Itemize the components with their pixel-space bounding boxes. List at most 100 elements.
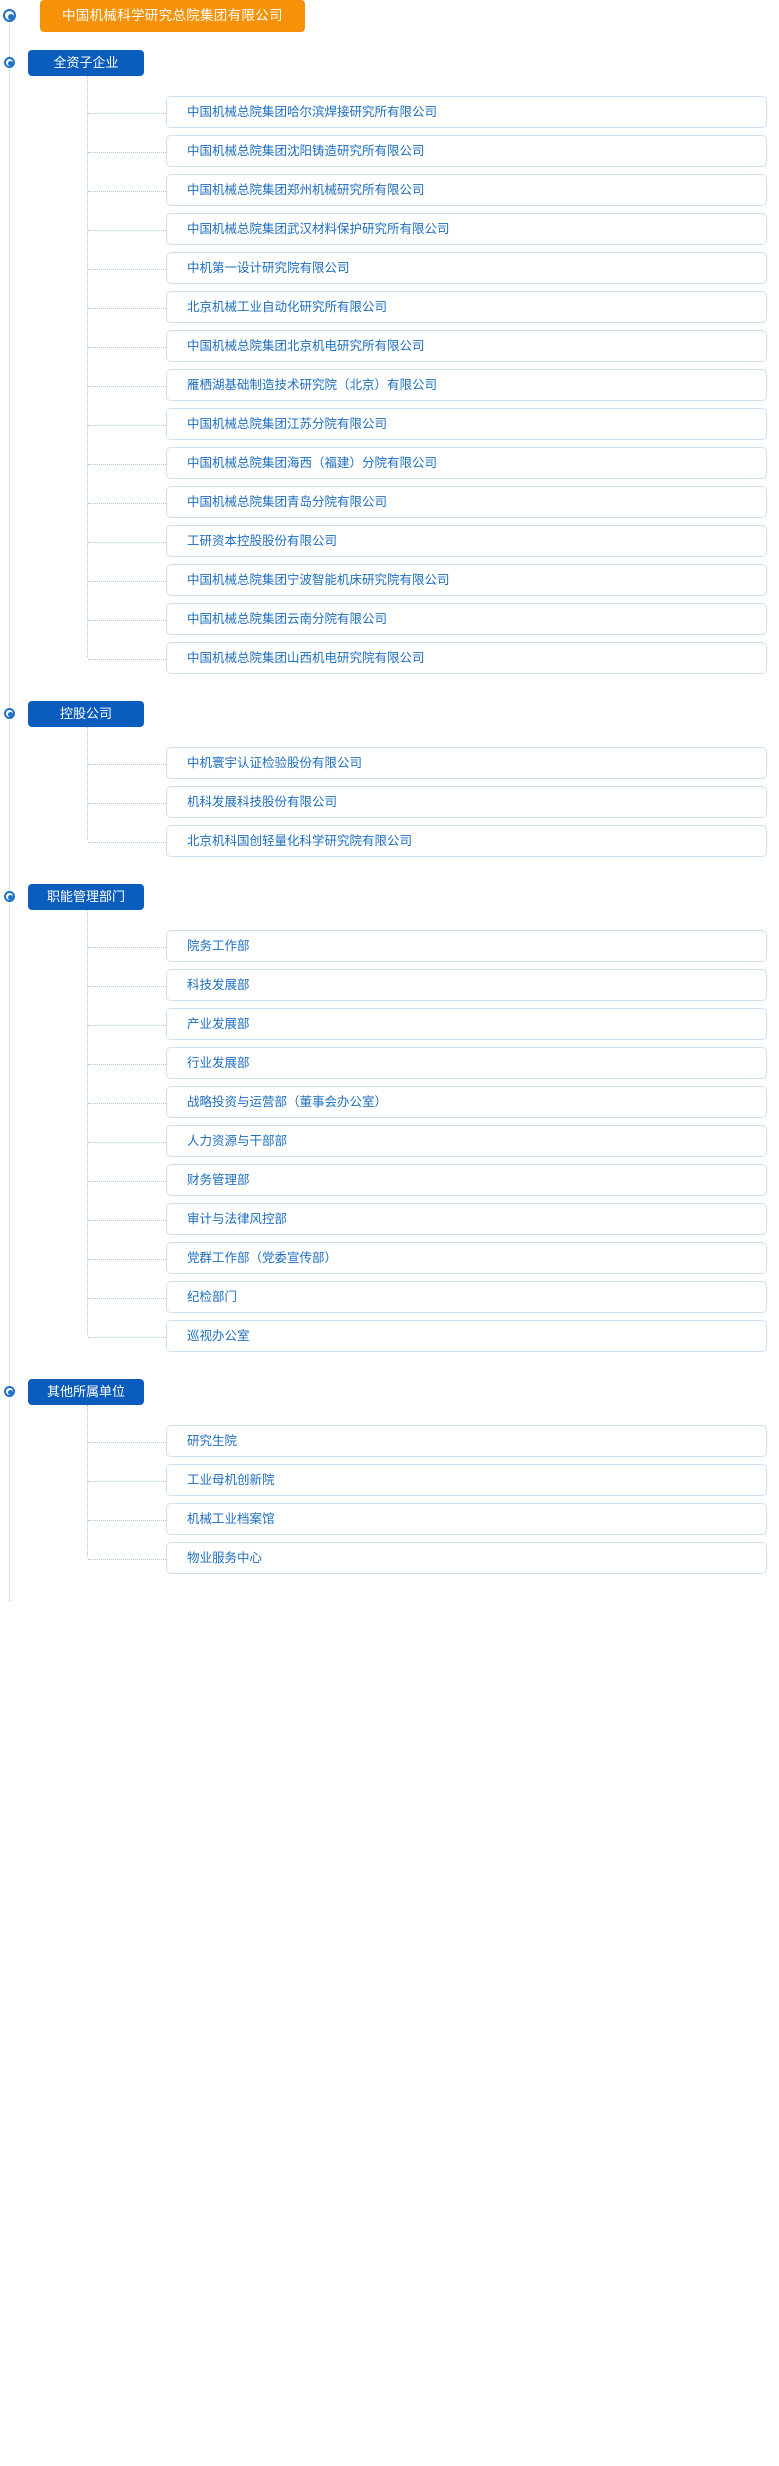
org-group: 全资子企业中国机械总院集团哈尔滨焊接研究所有限公司中国机械总院集团沈阳铸造研究所…: [0, 50, 779, 701]
group-bullet-icon: [4, 1386, 15, 1397]
org-item: 财务管理部: [0, 1162, 779, 1201]
item-connector-line: [88, 386, 166, 387]
group-label-4[interactable]: 其他所属单位: [28, 1379, 144, 1405]
org-item-box[interactable]: 中国机械总院集团宁波智能机床研究院有限公司: [166, 564, 767, 596]
org-item: 中机第一设计研究院有限公司: [0, 250, 779, 289]
item-connector-line: [88, 1442, 166, 1443]
org-item-box[interactable]: 行业发展部: [166, 1047, 767, 1079]
org-item: 中国机械总院集团哈尔滨焊接研究所有限公司: [0, 94, 779, 133]
org-item-box[interactable]: 中国机械总院集团武汉材料保护研究所有限公司: [166, 213, 767, 245]
group-header: 全资子企业: [0, 50, 779, 94]
item-connector-line: [88, 1298, 166, 1299]
item-connector-line: [88, 659, 166, 660]
item-connector-line: [88, 1181, 166, 1182]
item-connector-line: [88, 152, 166, 153]
org-item-box[interactable]: 产业发展部: [166, 1008, 767, 1040]
item-connector-line: [88, 764, 166, 765]
group-bullet-icon: [4, 708, 15, 719]
group-header: 职能管理部门: [0, 884, 779, 928]
group-header: 控股公司: [0, 701, 779, 745]
org-item: 中国机械总院集团海西（福建）分院有限公司: [0, 445, 779, 484]
org-item-box[interactable]: 科技发展部: [166, 969, 767, 1001]
group-children: 研究生院工业母机创新院机械工业档案馆物业服务中心: [0, 1405, 779, 1579]
root-bullet-icon: [3, 9, 16, 22]
group-spacer: [0, 1579, 779, 1601]
item-connector-line: [88, 269, 166, 270]
org-item-box[interactable]: 北京机械工业自动化研究所有限公司: [166, 291, 767, 323]
group-children: 中机寰宇认证检验股份有限公司机科发展科技股份有限公司北京机科国创轻量化科学研究院…: [0, 727, 779, 862]
item-connector-line: [88, 1064, 166, 1065]
org-item-box[interactable]: 中国机械总院集团海西（福建）分院有限公司: [166, 447, 767, 479]
item-connector-line: [88, 803, 166, 804]
org-item-box[interactable]: 院务工作部: [166, 930, 767, 962]
group-children: 中国机械总院集团哈尔滨焊接研究所有限公司中国机械总院集团沈阳铸造研究所有限公司中…: [0, 76, 779, 679]
org-item: 中国机械总院集团宁波智能机床研究院有限公司: [0, 562, 779, 601]
org-item-box[interactable]: 雁栖湖基础制造技术研究院（北京）有限公司: [166, 369, 767, 401]
org-item-box[interactable]: 中国机械总院集团哈尔滨焊接研究所有限公司: [166, 96, 767, 128]
org-item: 机械工业档案馆: [0, 1501, 779, 1540]
org-item-box[interactable]: 工研资本控股股份有限公司: [166, 525, 767, 557]
org-item: 审计与法律风控部: [0, 1201, 779, 1240]
org-item: 科技发展部: [0, 967, 779, 1006]
org-item-box[interactable]: 北京机科国创轻量化科学研究院有限公司: [166, 825, 767, 857]
group-label-2[interactable]: 控股公司: [28, 701, 144, 727]
org-item-box[interactable]: 中机寰宇认证检验股份有限公司: [166, 747, 767, 779]
org-item: 行业发展部: [0, 1045, 779, 1084]
org-item-box[interactable]: 巡视办公室: [166, 1320, 767, 1352]
org-chart: 中国机械科学研究总院集团有限公司 全资子企业中国机械总院集团哈尔滨焊接研究所有限…: [0, 0, 779, 1601]
org-item-box[interactable]: 物业服务中心: [166, 1542, 767, 1574]
org-item: 中国机械总院集团武汉材料保护研究所有限公司: [0, 211, 779, 250]
org-group: 其他所属单位研究生院工业母机创新院机械工业档案馆物业服务中心: [0, 1379, 779, 1601]
org-item-box[interactable]: 中国机械总院集团北京机电研究所有限公司: [166, 330, 767, 362]
root-node[interactable]: 中国机械科学研究总院集团有限公司: [40, 0, 305, 32]
org-item-box[interactable]: 机科发展科技股份有限公司: [166, 786, 767, 818]
group-label-3[interactable]: 职能管理部门: [28, 884, 144, 910]
root-node-row: 中国机械科学研究总院集团有限公司: [0, 0, 779, 50]
item-connector-line: [88, 1142, 166, 1143]
item-connector-line: [88, 1259, 166, 1260]
org-item: 产业发展部: [0, 1006, 779, 1045]
groups-container: 全资子企业中国机械总院集团哈尔滨焊接研究所有限公司中国机械总院集团沈阳铸造研究所…: [0, 50, 779, 1601]
org-item: 中国机械总院集团江苏分院有限公司: [0, 406, 779, 445]
org-item-box[interactable]: 中国机械总院集团江苏分院有限公司: [166, 408, 767, 440]
org-item-box[interactable]: 机械工业档案馆: [166, 1503, 767, 1535]
org-item-box[interactable]: 工业母机创新院: [166, 1464, 767, 1496]
org-item-box[interactable]: 中国机械总院集团青岛分院有限公司: [166, 486, 767, 518]
item-connector-line: [88, 620, 166, 621]
org-item-box[interactable]: 党群工作部（党委宣传部）: [166, 1242, 767, 1274]
org-item: 研究生院: [0, 1423, 779, 1462]
org-item-box[interactable]: 中国机械总院集团郑州机械研究所有限公司: [166, 174, 767, 206]
org-item: 党群工作部（党委宣传部）: [0, 1240, 779, 1279]
org-item: 院务工作部: [0, 928, 779, 967]
org-item-box[interactable]: 中国机械总院集团云南分院有限公司: [166, 603, 767, 635]
org-item: 中国机械总院集团山西机电研究院有限公司: [0, 640, 779, 679]
item-connector-line: [88, 464, 166, 465]
org-item: 中国机械总院集团沈阳铸造研究所有限公司: [0, 133, 779, 172]
org-item: 中机寰宇认证检验股份有限公司: [0, 745, 779, 784]
org-item: 机科发展科技股份有限公司: [0, 784, 779, 823]
org-item-box[interactable]: 纪检部门: [166, 1281, 767, 1313]
org-item-box[interactable]: 战略投资与运营部（董事会办公室）: [166, 1086, 767, 1118]
item-connector-line: [88, 230, 166, 231]
org-item: 雁栖湖基础制造技术研究院（北京）有限公司: [0, 367, 779, 406]
group-label-1[interactable]: 全资子企业: [28, 50, 144, 76]
org-item-box[interactable]: 人力资源与干部部: [166, 1125, 767, 1157]
group-spacer: [0, 862, 779, 884]
group-bullet-icon: [4, 891, 15, 902]
org-item-box[interactable]: 审计与法律风控部: [166, 1203, 767, 1235]
org-item: 中国机械总院集团云南分院有限公司: [0, 601, 779, 640]
item-connector-line: [88, 986, 166, 987]
item-connector-line: [88, 842, 166, 843]
org-item: 中国机械总院集团郑州机械研究所有限公司: [0, 172, 779, 211]
org-item-box[interactable]: 中国机械总院集团山西机电研究院有限公司: [166, 642, 767, 674]
org-item-box[interactable]: 研究生院: [166, 1425, 767, 1457]
org-group: 职能管理部门院务工作部科技发展部产业发展部行业发展部战略投资与运营部（董事会办公…: [0, 884, 779, 1379]
item-connector-line: [88, 947, 166, 948]
org-item-box[interactable]: 中国机械总院集团沈阳铸造研究所有限公司: [166, 135, 767, 167]
item-connector-line: [88, 347, 166, 348]
org-item: 中国机械总院集团青岛分院有限公司: [0, 484, 779, 523]
org-item: 中国机械总院集团北京机电研究所有限公司: [0, 328, 779, 367]
org-item-box[interactable]: 财务管理部: [166, 1164, 767, 1196]
org-item: 战略投资与运营部（董事会办公室）: [0, 1084, 779, 1123]
org-item-box[interactable]: 中机第一设计研究院有限公司: [166, 252, 767, 284]
